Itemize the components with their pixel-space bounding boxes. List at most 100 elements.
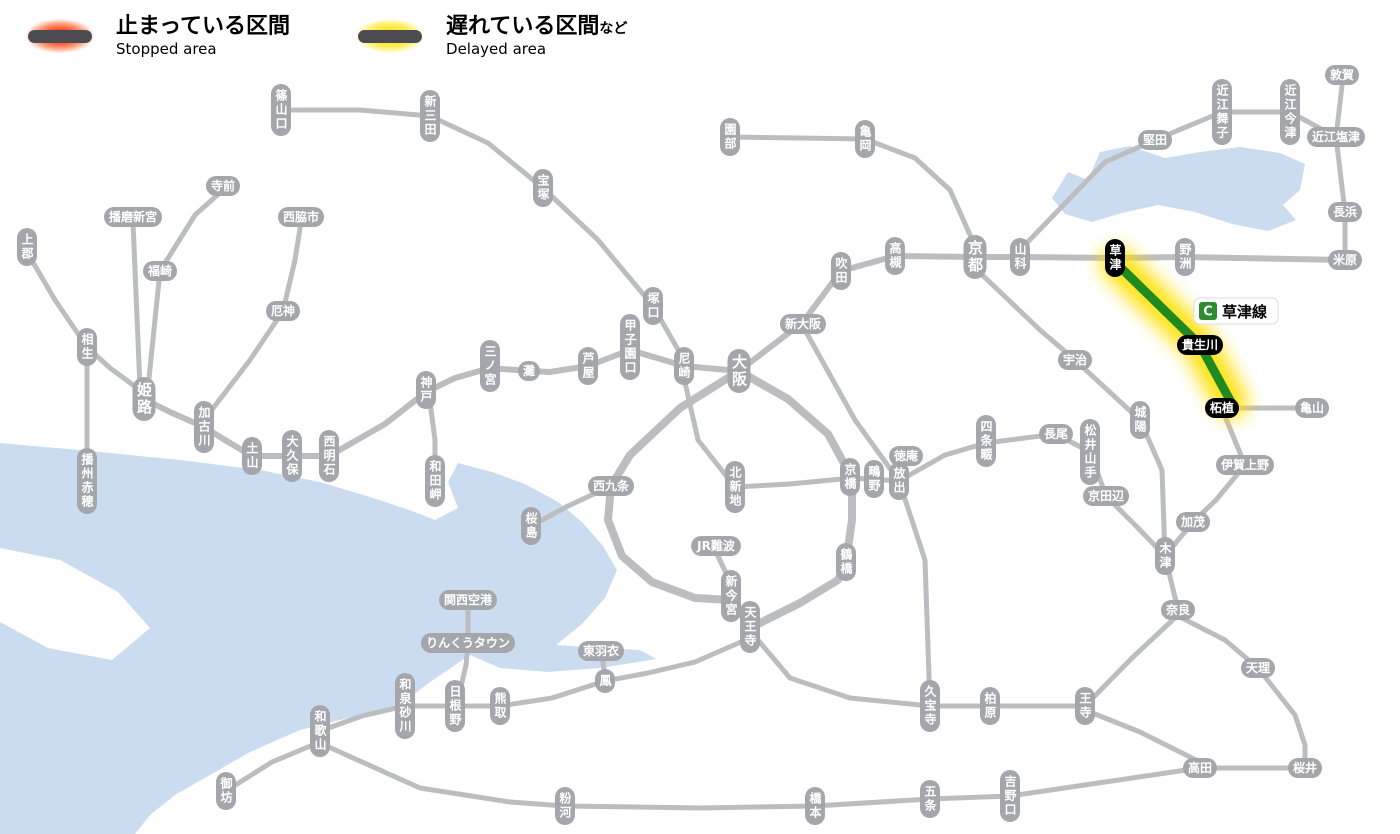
station-label: 新大阪 bbox=[785, 316, 822, 331]
station-pill bbox=[920, 780, 940, 818]
station-label: 木津 bbox=[1158, 541, 1172, 570]
station-label: 五条 bbox=[923, 785, 937, 813]
station-柘植[interactable]: 柘植 bbox=[1205, 398, 1239, 418]
station-label: 西脇市 bbox=[283, 209, 319, 224]
station-pill bbox=[242, 437, 262, 475]
station-貴生川[interactable]: 貴生川 bbox=[1177, 335, 1223, 355]
station-久宝寺: 久宝寺 bbox=[920, 680, 940, 732]
station-label: 寺前 bbox=[211, 178, 235, 193]
rail-line bbox=[972, 265, 1168, 559]
station-pill bbox=[282, 430, 302, 482]
station-pill bbox=[1130, 401, 1150, 439]
station-pill bbox=[425, 455, 445, 507]
station-label: 塚口 bbox=[646, 292, 660, 320]
station-label: 相生 bbox=[80, 332, 94, 361]
station-pill bbox=[421, 633, 515, 653]
station-label: 亀山 bbox=[1300, 400, 1324, 415]
station-pill bbox=[1138, 130, 1172, 150]
station-天王寺: 天王寺 bbox=[740, 601, 760, 653]
station-label: 柏原 bbox=[983, 691, 997, 720]
station-label: 西明石 bbox=[322, 435, 336, 477]
rail-line bbox=[1333, 134, 1348, 263]
station-label: 貴生川 bbox=[1182, 337, 1218, 352]
station-label: JR難波 bbox=[696, 538, 736, 553]
station-pill bbox=[1080, 419, 1100, 485]
station-新今宮: 新今宮 bbox=[721, 570, 741, 622]
station-pill bbox=[889, 462, 909, 500]
station-pill[interactable] bbox=[1105, 239, 1125, 277]
station-pill[interactable] bbox=[1205, 398, 1239, 418]
rail-line bbox=[749, 630, 1088, 709]
station-label: 上郡 bbox=[20, 232, 34, 261]
station-label: 姫路 bbox=[135, 381, 153, 416]
station-篠山口: 篠山口 bbox=[271, 84, 291, 136]
station-土山: 土山 bbox=[242, 437, 262, 475]
station-関西空港: 関西空港 bbox=[439, 590, 497, 610]
station-pill bbox=[1155, 537, 1175, 575]
station-橋本: 橋本 bbox=[805, 787, 825, 825]
station-label: 桜島 bbox=[524, 511, 538, 540]
station-label: 大阪 bbox=[730, 353, 748, 388]
station-灘: 灘 bbox=[518, 361, 540, 381]
station-pill bbox=[840, 458, 860, 496]
station-近江今津: 近江今津 bbox=[1280, 79, 1300, 145]
station-pill bbox=[319, 430, 339, 482]
station-label: 草津 bbox=[1108, 243, 1122, 272]
station-播磨新宮: 播磨新宮 bbox=[104, 207, 162, 227]
station-pill bbox=[855, 120, 875, 158]
station-pill bbox=[1058, 350, 1092, 370]
station-芦屋: 芦屋 bbox=[578, 347, 598, 385]
station-label: 和田岬 bbox=[428, 459, 442, 502]
legend-delayed-item: 遅れている区間など Delayed area bbox=[344, 10, 627, 62]
station-label: 三ノ宮 bbox=[483, 345, 497, 387]
station-神戸: 神戸 bbox=[416, 371, 436, 409]
station-pill bbox=[836, 543, 856, 581]
station-label: 近江塩津 bbox=[1312, 129, 1360, 144]
station-近江舞子: 近江舞子 bbox=[1212, 79, 1232, 145]
station-甲子園口: 甲子園口 bbox=[620, 314, 640, 380]
rail-line bbox=[145, 187, 226, 391]
station-北新地: 北新地 bbox=[725, 461, 745, 513]
legend-stopped-label: 止まっている区間 bbox=[116, 14, 291, 40]
rail-line bbox=[317, 635, 753, 734]
station-label: 灘 bbox=[523, 363, 535, 378]
line-symbol-letter: C bbox=[1203, 305, 1213, 320]
osaka-bay bbox=[0, 443, 656, 834]
station-熊取: 熊取 bbox=[490, 687, 510, 725]
station-pill bbox=[518, 361, 540, 381]
station-pill bbox=[885, 237, 905, 275]
legend-delayed-suffix: など bbox=[599, 21, 628, 38]
station-pill bbox=[1000, 770, 1020, 822]
station-長尾: 長尾 bbox=[1039, 424, 1073, 444]
station-米原: 米原 bbox=[1328, 250, 1362, 270]
station-加茂: 加茂 bbox=[1176, 512, 1210, 532]
station-label: 京田辺 bbox=[1088, 488, 1124, 503]
station-pill bbox=[1216, 455, 1274, 475]
station-和歌山: 和歌山 bbox=[310, 705, 330, 757]
station-label: 神戸 bbox=[419, 375, 433, 404]
station-label: 大久保 bbox=[285, 434, 299, 477]
station-pill bbox=[727, 349, 751, 393]
station-label: 関西空港 bbox=[444, 592, 493, 607]
station-pill bbox=[1280, 79, 1300, 145]
station-鴫野: 鴫野 bbox=[864, 460, 884, 498]
station-桜島: 桜島 bbox=[521, 507, 541, 545]
station-pill bbox=[1083, 486, 1129, 506]
station-pill bbox=[740, 601, 760, 653]
station-寺前: 寺前 bbox=[206, 176, 240, 196]
delayed-area-glow-icon bbox=[344, 10, 437, 62]
station-山科: 山科 bbox=[1010, 238, 1030, 276]
station-草津[interactable]: 草津 bbox=[1105, 239, 1125, 277]
stopped-line-bar-icon bbox=[28, 29, 92, 43]
station-pill bbox=[1295, 398, 1329, 418]
station-pill[interactable] bbox=[1177, 335, 1223, 355]
station-和田岬: 和田岬 bbox=[425, 455, 445, 507]
station-label: 福崎 bbox=[147, 263, 172, 278]
station-園部: 園部 bbox=[720, 118, 740, 156]
station-pill bbox=[395, 673, 415, 739]
station-鳳: 鳳 bbox=[595, 669, 615, 693]
station-label: 伊賀上野 bbox=[1220, 457, 1269, 472]
station-pill bbox=[674, 347, 694, 385]
